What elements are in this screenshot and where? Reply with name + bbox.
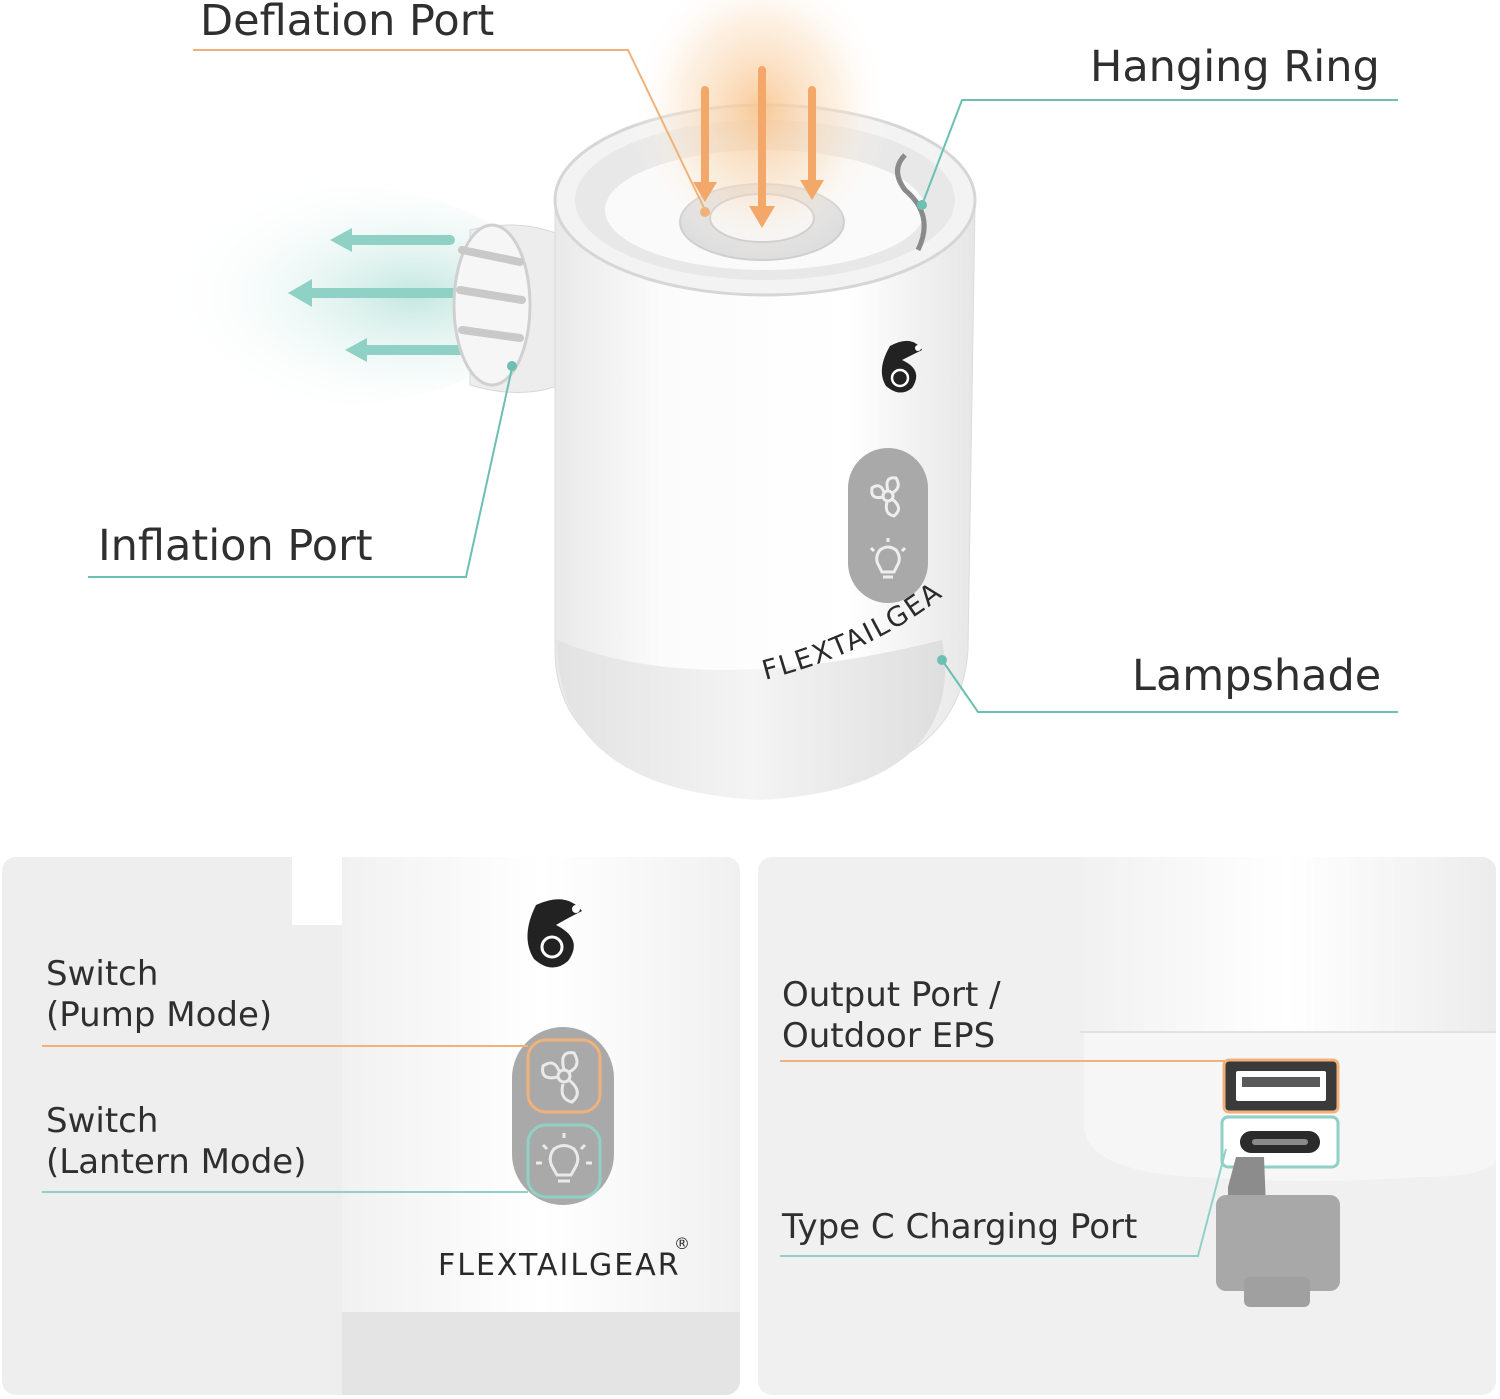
pump-switch-highlight — [526, 1038, 602, 1114]
callout-lines-ports — [780, 1060, 1228, 1257]
callout-lines-top — [88, 49, 1398, 713]
label-type-c-charging-port: Type C Charging Port — [782, 1207, 1138, 1247]
label-output-port: Output Port / Outdoor EPS — [782, 975, 1001, 1056]
switch-pill — [848, 448, 928, 603]
callout-lines-switch — [42, 1045, 528, 1193]
label-switch-pump-mode: Switch (Pump Mode) — [46, 954, 273, 1035]
port-cover — [1216, 1157, 1340, 1307]
label-deflation-port: Deflation Port — [200, 0, 495, 46]
fan-icon — [870, 476, 900, 518]
hanging-ring — [895, 153, 927, 252]
chameleon-logo-icon — [527, 899, 582, 968]
panel-ports-closeup: Output Port / Outdoor EPS Type C Chargin… — [758, 857, 1496, 1395]
brand-name-closeup: FLEXTAILGEAR — [438, 1248, 681, 1283]
ports-closeup-illustration — [780, 857, 1496, 1307]
inflation-nozzle — [452, 223, 561, 393]
usb-c-port-icon — [1220, 1115, 1340, 1169]
panel-switch-closeup: FLEXTAILGEAR ® Switch (Pump Mode) Switch… — [2, 857, 740, 1395]
label-hanging-ring: Hanging Ring — [1090, 42, 1380, 92]
label-lampshade: Lampshade — [1132, 651, 1382, 701]
registered-mark: ® — [674, 1234, 690, 1253]
deflation-arrows — [693, 66, 824, 228]
chameleon-logo-icon — [881, 340, 922, 393]
fan-icon — [541, 1051, 579, 1104]
switch-closeup-illustration: FLEXTAILGEAR ® — [42, 857, 740, 1395]
bulb-icon — [869, 538, 907, 579]
bulb-icon — [536, 1133, 592, 1183]
lantern-switch-highlight — [526, 1123, 602, 1199]
label-inflation-port: Inflation Port — [98, 521, 373, 571]
label-switch-lantern-mode: Switch (Lantern Mode) — [46, 1101, 307, 1182]
inflation-arrows — [288, 228, 465, 362]
product-diagram: FLEXTAILGEAR — [0, 0, 1398, 800]
usb-a-port-icon — [1222, 1058, 1340, 1114]
